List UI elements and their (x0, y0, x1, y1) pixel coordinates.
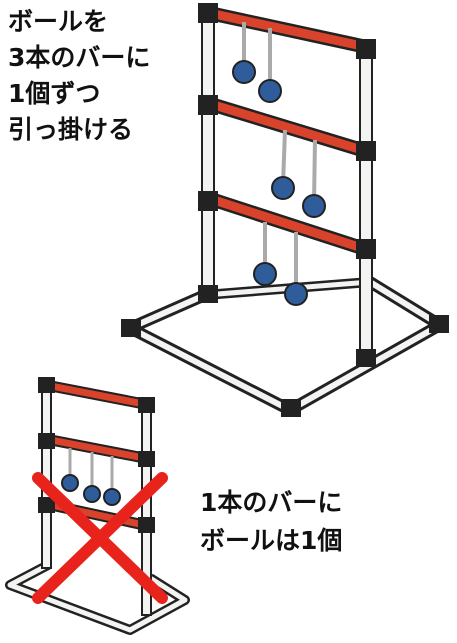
instruction-line-1: ボールを (8, 7, 109, 36)
cross-mark-icon (32, 472, 168, 604)
instruction-line-4: 引っ掛ける (8, 115, 134, 144)
wrong-line-1: 1本のバーに (200, 488, 343, 517)
wrong-example-text: 1本のバーに ボールは1個 (200, 484, 342, 560)
wrong-line-2: ボールは1個 (200, 526, 343, 555)
instruction-line-3: 1個ずつ (8, 79, 101, 108)
instruction-line-2: 3本のバーに (8, 43, 151, 72)
correct-instruction-text: ボールを 3本のバーに 1個ずつ 引っ掛ける (8, 4, 150, 148)
